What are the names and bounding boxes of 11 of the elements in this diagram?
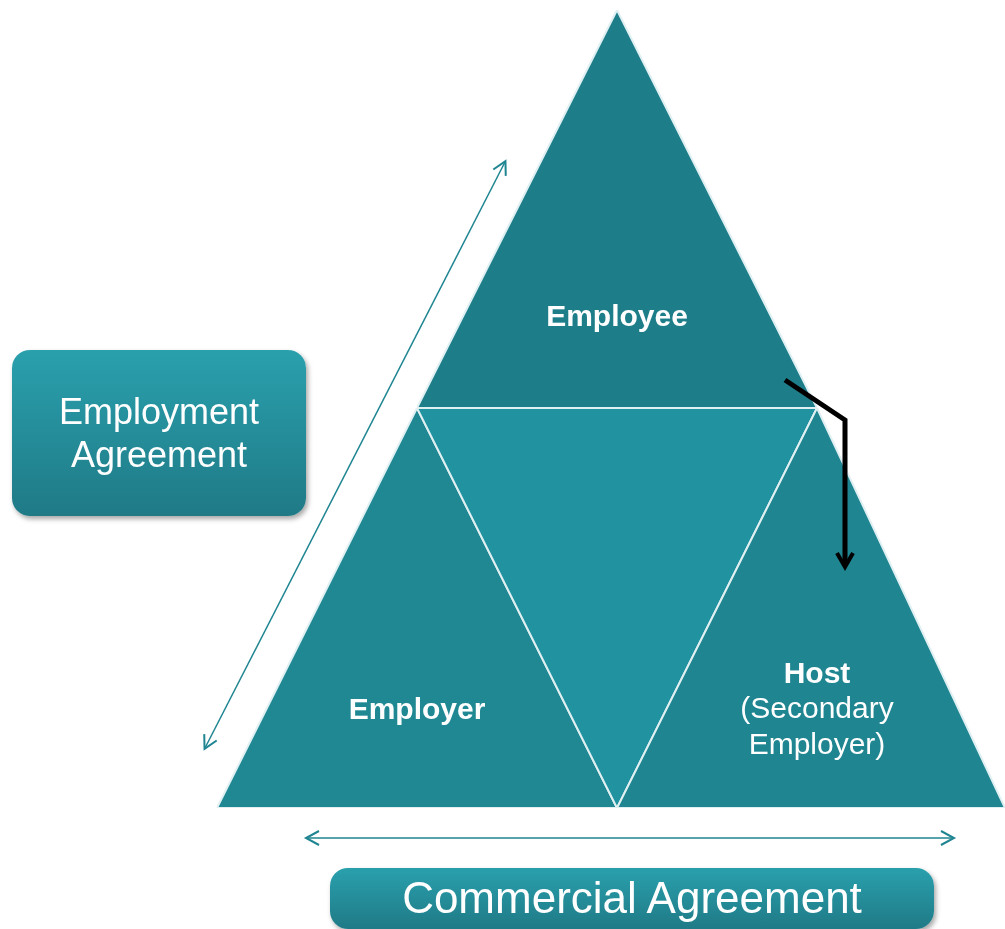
box-label: Commercial Agreement [401, 872, 863, 925]
agreement-box [330, 868, 934, 929]
node-label: Employer [347, 691, 487, 727]
arrow [305, 830, 955, 846]
arrow [783, 377, 855, 569]
node-label: Employee [545, 298, 689, 334]
agreement-box [12, 350, 306, 516]
node-label: Host [782, 655, 852, 691]
arrow [203, 160, 507, 750]
box-label: Employment Agreement [57, 389, 261, 477]
node-label: (Secondary Employer) [739, 690, 895, 762]
